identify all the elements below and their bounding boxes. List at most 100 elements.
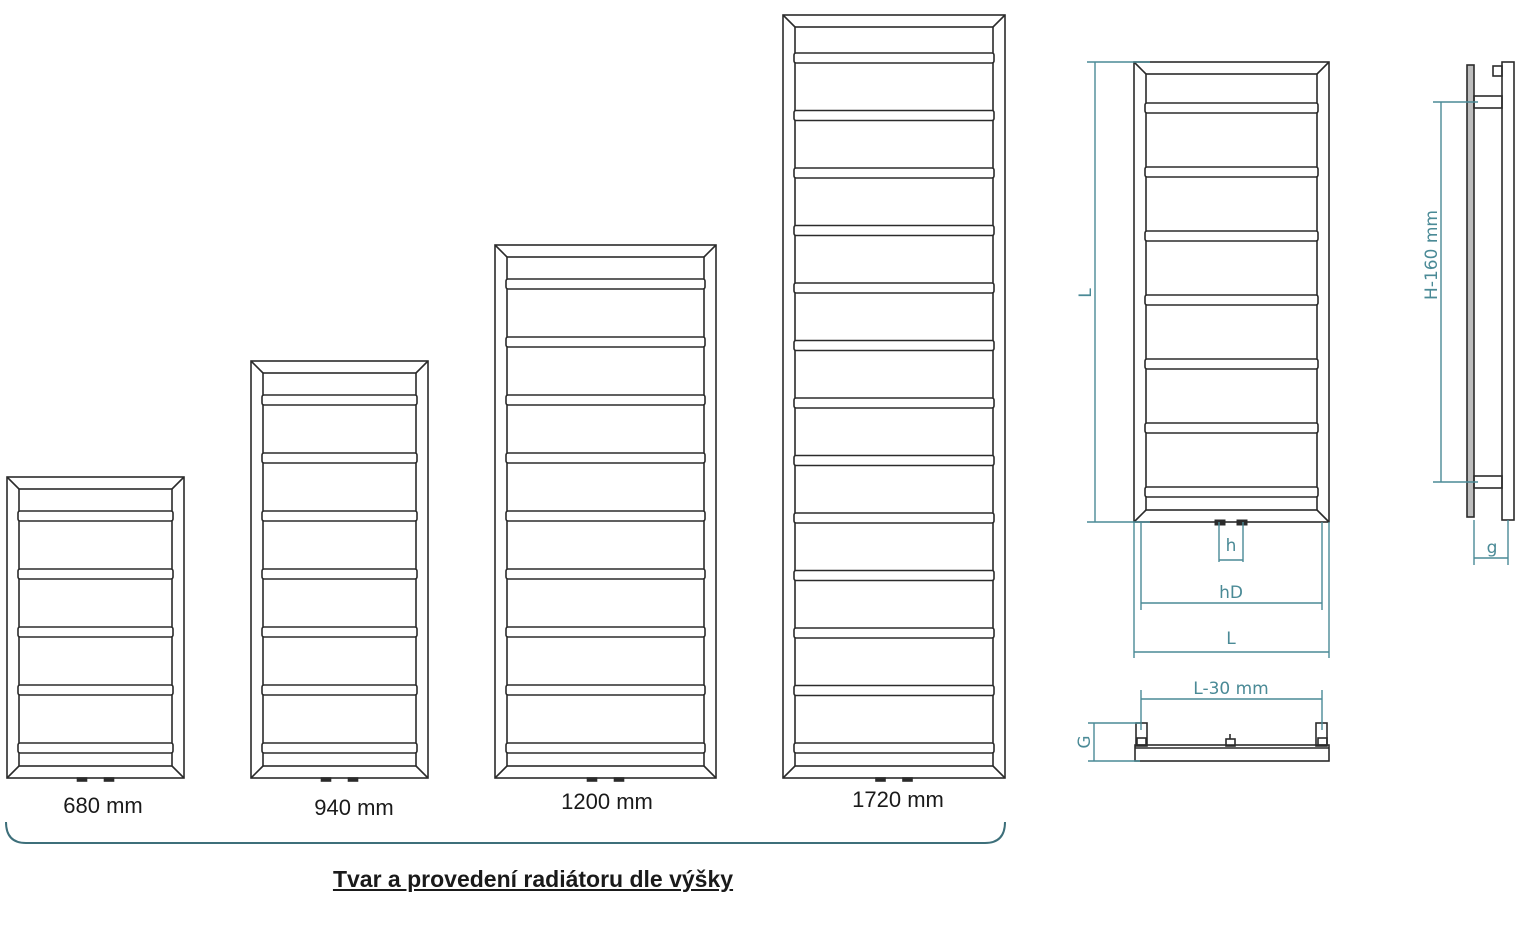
frame-corner bbox=[6, 765, 20, 779]
frame-corner bbox=[415, 765, 429, 779]
frame-corner bbox=[1133, 509, 1147, 523]
connection-pipe bbox=[320, 777, 332, 782]
radiator-rail bbox=[17, 510, 174, 522]
connection-pipe bbox=[1236, 519, 1248, 526]
dim-hd-label: hD bbox=[1219, 583, 1243, 603]
frame-corner bbox=[992, 765, 1006, 779]
radiator-rail bbox=[261, 684, 418, 696]
radiator-rail bbox=[505, 568, 706, 580]
radiator-inner-frame bbox=[1145, 73, 1318, 511]
radiator bbox=[250, 360, 429, 782]
radiator-rail bbox=[17, 568, 174, 580]
connection-pipe bbox=[76, 777, 88, 782]
connection-pipe bbox=[103, 777, 115, 782]
frame-corner bbox=[1316, 61, 1330, 75]
radiator-height-label: 1720 mm bbox=[852, 787, 944, 812]
dim-wall-gap-label: g bbox=[1487, 538, 1498, 558]
radiator-rail bbox=[505, 510, 706, 522]
frame-corner bbox=[171, 765, 185, 779]
radiator-rail bbox=[505, 742, 706, 754]
radiator-rail bbox=[793, 224, 995, 237]
radiator-rail bbox=[505, 336, 706, 348]
frame-corner bbox=[171, 476, 185, 490]
drawing-caption: Tvar a provedení radiátoru dle výšky bbox=[332, 866, 734, 892]
radiator-rail bbox=[793, 339, 995, 352]
radiator-rail bbox=[261, 742, 418, 754]
radiator-front-views bbox=[6, 14, 1006, 782]
connection-pipe bbox=[347, 777, 359, 782]
frame-corner bbox=[415, 360, 429, 374]
dim-h-label: h bbox=[1226, 536, 1237, 556]
frame-corner bbox=[703, 765, 717, 779]
radiator-rail bbox=[793, 52, 995, 64]
radiator-rail bbox=[1144, 102, 1319, 114]
radiator-rail bbox=[1144, 486, 1319, 498]
radiator-rail bbox=[261, 626, 418, 638]
radiator-rail bbox=[261, 452, 418, 464]
radiator-frame bbox=[250, 360, 429, 779]
dim-width-label: L bbox=[1226, 629, 1236, 649]
radiator bbox=[782, 14, 1006, 782]
frame-corner bbox=[250, 765, 264, 779]
dim-depth-label: G bbox=[1075, 735, 1095, 748]
frame-corner bbox=[1133, 61, 1147, 75]
connection-pipe bbox=[875, 777, 886, 782]
radiator-rail bbox=[261, 394, 418, 406]
connection-pipe bbox=[1214, 519, 1226, 526]
radiator-rail bbox=[793, 742, 995, 754]
connection-pipe bbox=[902, 777, 913, 782]
frame-corner bbox=[250, 360, 264, 374]
radiator-rail bbox=[505, 452, 706, 464]
radiator-rail bbox=[261, 568, 418, 580]
radiator bbox=[6, 476, 185, 782]
radiator-rail bbox=[793, 167, 995, 179]
radiator-rail bbox=[17, 684, 174, 696]
frame-corner bbox=[782, 765, 796, 779]
radiator-rail bbox=[505, 394, 706, 406]
frame-corner bbox=[703, 244, 717, 258]
connection-pipe bbox=[586, 777, 598, 782]
connection-pipe bbox=[613, 777, 625, 782]
side-view bbox=[1466, 61, 1515, 521]
radiator-height-label: 940 mm bbox=[314, 795, 394, 820]
radiator-rail bbox=[793, 109, 995, 122]
radiator-rail bbox=[1144, 166, 1319, 178]
frame-corner bbox=[6, 476, 20, 490]
radiator-rail bbox=[1144, 230, 1319, 242]
radiator-rail bbox=[793, 569, 995, 582]
dimension-lines-top bbox=[1088, 690, 1323, 762]
radiator-rail bbox=[505, 626, 706, 638]
radiator-rail bbox=[793, 627, 995, 639]
radiator-rail bbox=[793, 397, 995, 409]
radiator-rail bbox=[793, 454, 995, 467]
radiator-frame bbox=[1133, 61, 1330, 523]
radiator bbox=[1133, 61, 1330, 523]
radiator-height-label: 1200 mm bbox=[561, 789, 653, 814]
radiator-rail bbox=[793, 512, 995, 524]
radiator-inner-frame bbox=[794, 26, 994, 767]
radiator-height-label: 680 mm bbox=[63, 793, 143, 818]
radiator-rail bbox=[1144, 358, 1319, 370]
radiator-rail bbox=[261, 510, 418, 522]
frame-corner bbox=[1316, 509, 1330, 523]
dim-mount-height-label: H-160 mm bbox=[1422, 210, 1442, 300]
frame-corner bbox=[782, 14, 796, 28]
dim-height-label: L bbox=[1076, 288, 1096, 298]
dim-top-width-label: L-30 mm bbox=[1193, 679, 1268, 699]
radiator-rail bbox=[505, 684, 706, 696]
radiator-rail bbox=[1144, 294, 1319, 306]
radiator-frame bbox=[782, 14, 1006, 779]
radiator-rail bbox=[17, 742, 174, 754]
radiator-frame bbox=[494, 244, 717, 779]
dimension-lines-front bbox=[1087, 61, 1330, 658]
radiator-frame bbox=[6, 476, 185, 779]
radiator-rail bbox=[505, 278, 706, 290]
radiator-rail bbox=[1144, 422, 1319, 434]
size-range-bracket bbox=[5, 821, 1006, 844]
frame-corner bbox=[992, 14, 1006, 28]
radiator-rail bbox=[793, 684, 995, 697]
frame-corner bbox=[494, 244, 508, 258]
detail-front-view bbox=[1133, 61, 1330, 526]
dimension-lines-side bbox=[1433, 101, 1509, 565]
